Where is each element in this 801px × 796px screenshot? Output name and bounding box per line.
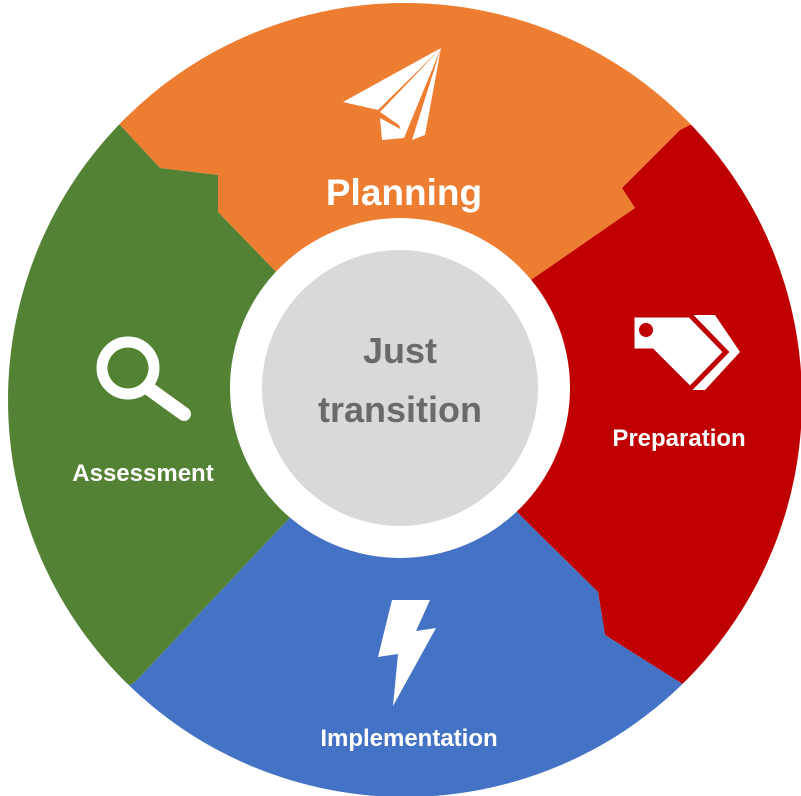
assessment-label: Assessment bbox=[72, 460, 213, 487]
preparation-label: Preparation bbox=[612, 425, 745, 452]
segment-planning bbox=[8, 3, 801, 400]
planning-label: Planning bbox=[326, 172, 482, 213]
center-title-line2: transition bbox=[318, 389, 482, 430]
tags-icon bbox=[629, 312, 740, 393]
lightning-bolt-icon bbox=[378, 600, 436, 706]
segment-preparation bbox=[405, 70, 801, 796]
center-circle bbox=[262, 250, 538, 526]
segment-assessment bbox=[8, 70, 405, 760]
magnifier-icon bbox=[96, 336, 191, 421]
paper-plane-icon bbox=[343, 48, 441, 140]
implementation-label: Implementation bbox=[320, 725, 497, 752]
center-title-line1: Just bbox=[363, 330, 437, 371]
segment-implementation bbox=[8, 400, 801, 796]
